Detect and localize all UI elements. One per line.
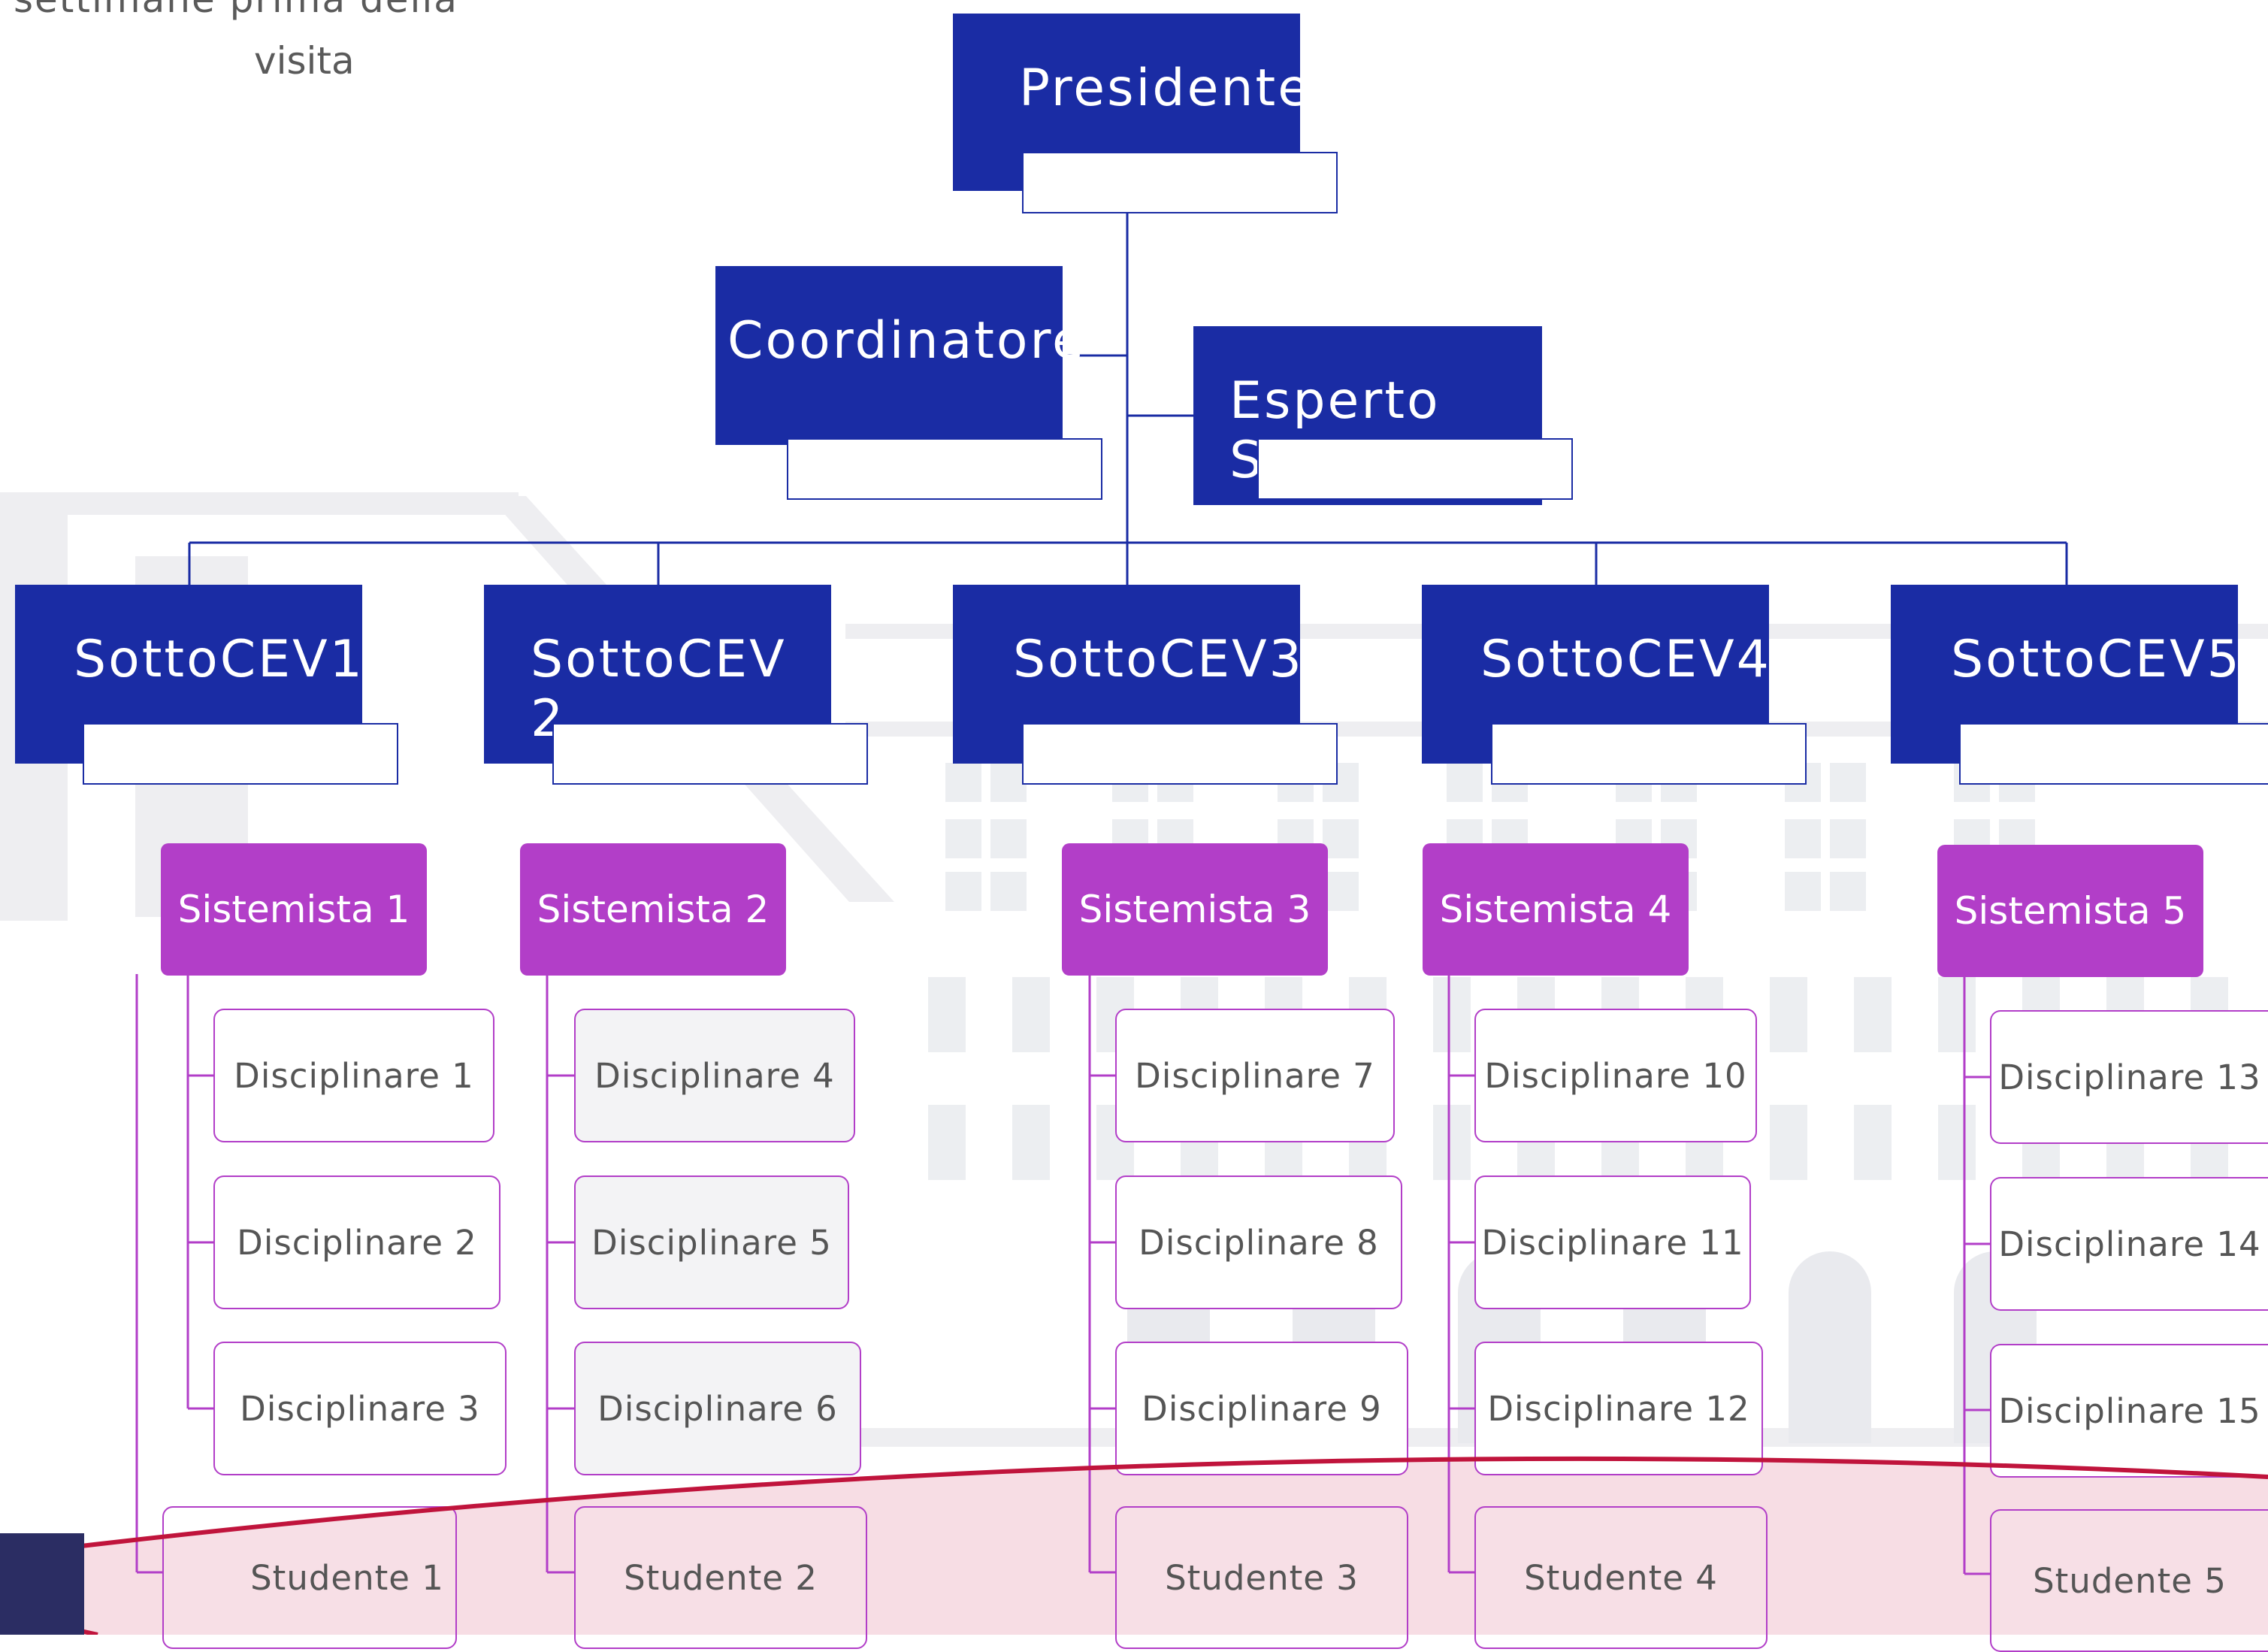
sistemista-4-node[interactable]: Sistemista 4	[1423, 843, 1689, 976]
studente-node[interactable]: Studente 2	[574, 1506, 867, 1649]
sottocev-2-subbox[interactable]	[552, 723, 868, 785]
note-line-2: visita	[254, 39, 355, 83]
disciplinare-node[interactable]: Disciplinare 6	[574, 1342, 861, 1475]
watermark-shape	[1433, 977, 1471, 1052]
coordinatore-label: Coordinatore	[727, 311, 1086, 371]
watermark-shape	[945, 763, 981, 802]
corner-logo-block	[0, 1533, 84, 1635]
watermark-shape	[1938, 1105, 1976, 1180]
watermark-shape	[1830, 872, 1866, 911]
watermark-shape	[1830, 763, 1866, 802]
sistemista-3-node[interactable]: Sistemista 3	[1062, 843, 1328, 976]
disciplinare-node[interactable]: Disciplinare 14	[1990, 1177, 2268, 1311]
studente-node[interactable]: Studente 1	[162, 1506, 457, 1649]
disciplinare-node[interactable]: Disciplinare 10	[1474, 1009, 1757, 1142]
studente-node[interactable]: Studente 3	[1115, 1506, 1408, 1649]
watermark-shape	[1323, 872, 1359, 911]
watermark-shape	[1854, 977, 1892, 1052]
watermark-shape	[1854, 1105, 1892, 1180]
esperto-sef-subbox[interactable]	[1257, 438, 1573, 500]
watermark-shape	[1770, 977, 1807, 1052]
watermark-shape	[945, 819, 981, 858]
disciplinare-node[interactable]: Disciplinare 11	[1474, 1175, 1751, 1309]
sottocev-1-subbox[interactable]	[83, 723, 398, 785]
sistemista-5-node[interactable]: Sistemista 5	[1937, 845, 2203, 977]
disciplinare-node[interactable]: Disciplinare 5	[574, 1175, 849, 1309]
disciplinare-node[interactable]: Disciplinare 15	[1990, 1344, 2268, 1478]
studente-node[interactable]: Studente 4	[1474, 1506, 1768, 1649]
studente-node[interactable]: Studente 5	[1990, 1509, 2268, 1652]
watermark-shape	[928, 1105, 966, 1180]
disciplinare-node[interactable]: Disciplinare 7	[1115, 1009, 1395, 1142]
watermark-shape	[1433, 1105, 1471, 1180]
watermark-shape	[928, 977, 966, 1052]
watermark-shape	[1785, 819, 1821, 858]
sottocev-3-subbox[interactable]	[1022, 723, 1338, 785]
watermark-shape	[1830, 819, 1866, 858]
sottocev-4-label: SottoCEV4	[1480, 630, 1771, 689]
presidente-label: Presidente	[1019, 59, 1312, 118]
sottocev-2-label: SottoCEV 2	[531, 630, 787, 749]
disciplinare-node[interactable]: Disciplinare 2	[213, 1175, 500, 1309]
disciplinare-node[interactable]: Disciplinare 3	[213, 1342, 507, 1475]
coordinatore-node[interactable]: Coordinatore	[715, 266, 1084, 445]
note-line-1: settimane prima della	[14, 0, 458, 21]
watermark-shape	[1012, 977, 1050, 1052]
sottocev-3-label: SottoCEV3	[1013, 630, 1304, 689]
sistemista-1-node[interactable]: Sistemista 1	[161, 843, 427, 976]
disciplinare-node[interactable]: Disciplinare 1	[213, 1009, 494, 1142]
disciplinare-node[interactable]: Disciplinare 12	[1474, 1342, 1763, 1475]
presidente-subbox[interactable]	[1022, 152, 1338, 213]
sistemista-2-node[interactable]: Sistemista 2	[520, 843, 786, 976]
watermark-shape	[990, 819, 1027, 858]
disciplinare-node[interactable]: Disciplinare 8	[1115, 1175, 1402, 1309]
sottocev-1-label: SottoCEV1	[74, 630, 364, 689]
disciplinare-node[interactable]: Disciplinare 13	[1990, 1010, 2268, 1144]
watermark-shape	[1785, 872, 1821, 911]
disciplinare-node[interactable]: Disciplinare 4	[574, 1009, 855, 1142]
watermark-shape	[990, 872, 1027, 911]
watermark-shape	[945, 872, 981, 911]
watermark-arch	[1789, 1251, 1871, 1443]
watermark-shape	[1447, 763, 1483, 802]
sottocev-4-subbox[interactable]	[1491, 723, 1807, 785]
disciplinare-node[interactable]: Disciplinare 9	[1115, 1342, 1408, 1475]
watermark-shape	[990, 763, 1027, 802]
sottocev-5-subbox[interactable]	[1959, 723, 2268, 785]
sottocev-5-label: SottoCEV5	[1951, 630, 2242, 689]
watermark-shape	[1323, 819, 1359, 858]
watermark-shape	[1770, 1105, 1807, 1180]
coordinatore-subbox[interactable]	[787, 438, 1102, 500]
watermark-shape	[1938, 977, 1976, 1052]
watermark-shape	[1012, 1105, 1050, 1180]
